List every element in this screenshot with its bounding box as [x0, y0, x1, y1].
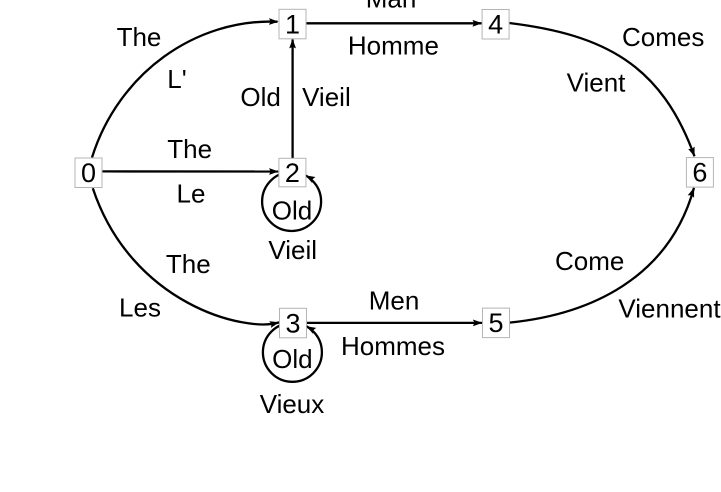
arrowheads [268, 18, 695, 334]
node-2-box [278, 157, 307, 188]
edge-5-6-input-label: Come [555, 246, 624, 276]
edge-1-4-input-label: Man [366, 0, 417, 14]
node-4-label: 4 [488, 10, 503, 40]
edge-0-1-input-label: The [117, 22, 162, 52]
node-labels: 0 1 2 3 4 5 6 [81, 9, 707, 338]
edge-0-2-output-label: Le [177, 178, 206, 208]
edge-0-1 [90, 20, 278, 158]
edge-3-3-input-label: Old [272, 344, 312, 374]
edge-0-2-input-label: The [167, 134, 212, 164]
edge-3-5-output-label: Hommes [341, 331, 445, 361]
edge-2-1-input-label: Old [240, 82, 280, 112]
node-4-box [481, 9, 510, 40]
arrowhead-4-6 [688, 146, 695, 157]
node-5-box [482, 307, 510, 339]
arrowhead-5-6 [687, 187, 695, 198]
edge-labels: The L' The Le The Les Old Vieil Old Viei… [117, 0, 721, 419]
node-6-label: 6 [692, 158, 707, 188]
edge-0-3-output-label: Les [119, 293, 161, 323]
node-5-label: 5 [488, 308, 503, 338]
node-0-label: 0 [81, 158, 96, 188]
edge-0-3-input-label: The [166, 249, 211, 279]
arrowhead-3-5 [472, 319, 483, 327]
edge-3-3-output-label: Vieux [260, 389, 325, 419]
arrowhead-2-1 [289, 38, 297, 49]
node-3-label: 3 [285, 308, 300, 338]
edges [90, 20, 696, 326]
edge-5-6-output-label: Viennent [618, 294, 721, 324]
edge-2-1-output-label: Vieil [302, 82, 351, 112]
arrowhead-2-2 [305, 175, 316, 183]
node-2-label: 2 [285, 158, 300, 188]
node-1-box [278, 8, 307, 40]
edge-4-6-input-label: Comes [622, 22, 704, 52]
edge-4-6-output-label: Vient [567, 68, 627, 98]
arrowhead-3-3 [306, 326, 317, 334]
node-3-box [279, 307, 307, 339]
edge-0-1-output-label: L' [167, 64, 186, 94]
arrowhead-0-3 [269, 321, 280, 328]
nodes [74, 8, 714, 339]
node-1-label: 1 [285, 9, 300, 39]
arrowhead-1-4 [472, 19, 482, 27]
edge-5-6 [509, 187, 696, 324]
node-6-box [685, 157, 714, 188]
edge-2-2-output-label: Vieil [268, 235, 317, 265]
edge-0-3 [91, 187, 280, 326]
edge-1-4-output-label: Homme [348, 31, 439, 61]
edge-4-6 [508, 21, 696, 157]
edge-3-5-input-label: Men [369, 286, 420, 316]
arrowhead-0-1 [268, 18, 279, 25]
node-0-box [74, 157, 103, 188]
arrowhead-0-2 [269, 168, 279, 175]
edge-2-2-input-label: Old [272, 195, 312, 225]
